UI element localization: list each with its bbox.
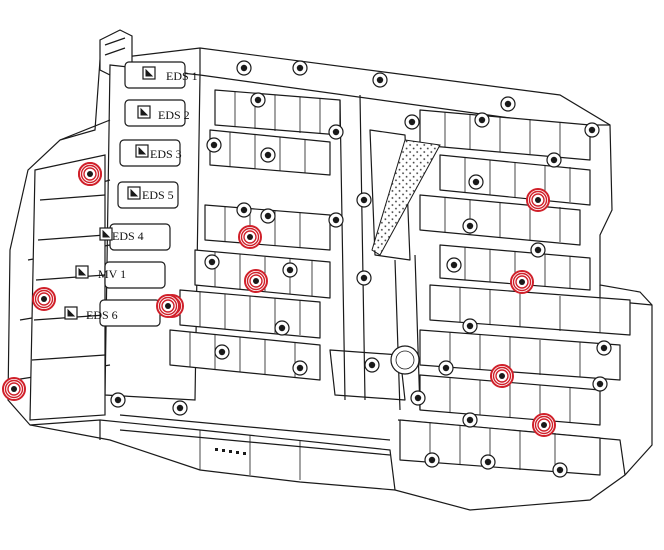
bolt-icon bbox=[282, 262, 298, 278]
bolt-icon bbox=[480, 454, 496, 470]
label-eds2: EDS 2 bbox=[158, 108, 190, 122]
bolt-icon bbox=[250, 92, 266, 108]
bolt-icon bbox=[204, 254, 220, 270]
bolt-icon bbox=[236, 60, 252, 76]
highlighted-bolt-icon bbox=[244, 269, 268, 293]
bolt-icon bbox=[462, 318, 478, 334]
bolt-icon bbox=[500, 96, 516, 112]
central-plate bbox=[119, 94, 441, 480]
highlighted-bolt-icon bbox=[490, 364, 514, 388]
bolt-icon bbox=[410, 390, 426, 406]
bolt-icon bbox=[446, 257, 462, 273]
label-mv1: MV 1 bbox=[98, 267, 126, 281]
highlighted-bolt-icon bbox=[238, 225, 262, 249]
bolt-icon bbox=[424, 452, 440, 468]
highlighted-bolt-icon bbox=[32, 287, 56, 311]
bolt-icon bbox=[364, 357, 380, 373]
bolt-group bbox=[110, 60, 612, 478]
bolt-icon bbox=[292, 360, 308, 376]
highlighted-bolt-icon bbox=[156, 294, 180, 318]
bolt-icon bbox=[592, 376, 608, 392]
label-eds1: EDS 1 bbox=[166, 69, 198, 83]
bolt-icon bbox=[404, 114, 420, 130]
solenoid-labels: EDS 1 EDS 2 EDS 3 EDS 5 EDS 4 MV 1 EDS 6 bbox=[86, 69, 198, 322]
bolt-icon bbox=[274, 320, 290, 336]
label-eds6: EDS 6 bbox=[86, 308, 118, 322]
bolt-icon bbox=[462, 412, 478, 428]
highlighted-bolt-icon bbox=[532, 413, 556, 437]
label-eds3: EDS 3 bbox=[150, 147, 182, 161]
bolt-icon bbox=[474, 112, 490, 128]
label-eds5: EDS 5 bbox=[142, 188, 174, 202]
bolt-icon bbox=[110, 392, 126, 408]
bolt-icon bbox=[438, 360, 454, 376]
bolt-icon bbox=[172, 400, 188, 416]
bolt-icon bbox=[468, 174, 484, 190]
bolt-icon bbox=[236, 202, 252, 218]
bolt-icon bbox=[372, 72, 388, 88]
bolt-icon bbox=[546, 152, 562, 168]
bolt-icon bbox=[292, 60, 308, 76]
highlighted-bolt-icon bbox=[510, 270, 534, 294]
bolt-icon bbox=[214, 344, 230, 360]
bolt-icon bbox=[328, 212, 344, 228]
highlighted-bolt-icon bbox=[526, 188, 550, 212]
bolt-icon bbox=[260, 208, 276, 224]
bolt-icon bbox=[530, 242, 546, 258]
bolt-icon bbox=[552, 462, 568, 478]
bolt-icon bbox=[462, 218, 478, 234]
bolt-icon bbox=[206, 137, 222, 153]
highlighted-bolt-icon bbox=[2, 377, 26, 401]
bolt-icon bbox=[328, 124, 344, 140]
bolt-icon bbox=[596, 340, 612, 356]
bolt-icon bbox=[260, 147, 276, 163]
bolt-icon bbox=[356, 192, 372, 208]
highlighted-bolt-group bbox=[2, 162, 556, 437]
highlighted-bolt-icon bbox=[78, 162, 102, 186]
label-eds4: EDS 4 bbox=[112, 229, 144, 243]
bolt-icon bbox=[356, 270, 372, 286]
bolt-icon bbox=[584, 122, 600, 138]
